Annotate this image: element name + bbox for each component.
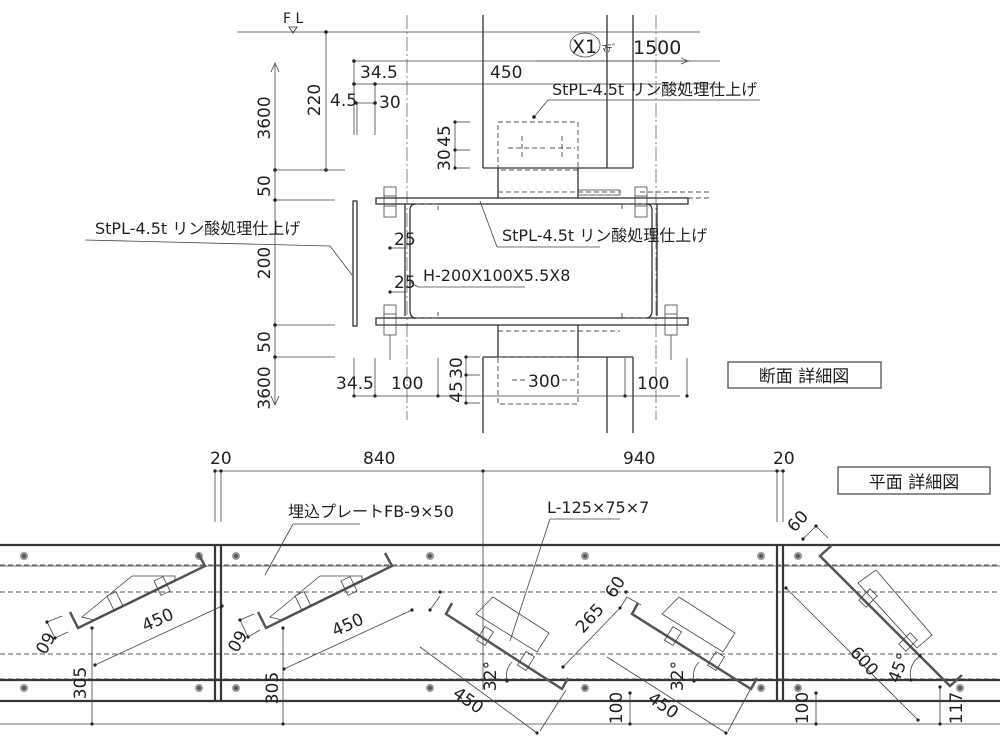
section-title-box: [727, 361, 882, 389]
arrow-down-icon: [270, 395, 280, 406]
bolt-bottom-right: [664, 304, 678, 336]
angle-bracket-1: [68, 552, 207, 630]
dim-45-bottom: 45: [447, 381, 467, 403]
dim-300: 300: [528, 372, 560, 392]
dim-450-b: 450: [329, 610, 367, 641]
dim-45-top: 45: [435, 125, 455, 147]
dim-34-5-top: 34.5: [360, 63, 398, 83]
fl-label: F L: [283, 11, 304, 27]
label-angle: L-125×75×7: [547, 498, 649, 517]
dim-32-b: 32°: [668, 661, 688, 691]
dim-20-left: 20: [210, 449, 232, 469]
label-embed-plate: 埋込プレートFB-9×50: [288, 502, 454, 521]
section-title: 断面 詳細図: [759, 367, 849, 387]
fl-triangle-icon: [288, 26, 298, 34]
left-plate: [352, 200, 358, 327]
dim-32-a: 32°: [481, 661, 501, 691]
dim-600: 600: [845, 643, 882, 681]
bolt-top-left: [383, 186, 397, 218]
dim-30-top-2: 30: [435, 149, 455, 171]
dim-450-a: 450: [139, 605, 177, 636]
x1-circle: [569, 32, 601, 58]
dim-3600-top: 3600: [255, 96, 275, 139]
dim-450-d: 450: [644, 688, 682, 723]
dim-50-bottom: 50: [255, 331, 275, 353]
angle-bracket-3: [444, 596, 570, 691]
dim-20-right: 20: [773, 449, 795, 469]
dim-200: 200: [255, 247, 275, 279]
dim-220: 220: [305, 84, 325, 116]
dim-305-a: 305: [71, 667, 91, 699]
dim-60-a: 60: [30, 628, 58, 657]
bolt-bottom-left: [383, 304, 397, 336]
dim-100-right: 100: [637, 374, 669, 394]
dim-34-5-bottom: 34.5: [336, 374, 374, 394]
lower-plate-hidden: [497, 356, 579, 405]
label-plate-top: StPL-4.5t リン酸処理仕上げ: [552, 80, 757, 99]
dim-60-b: 60: [222, 626, 250, 655]
dim-305-b: 305: [263, 672, 283, 704]
label-plate-left: StPL-4.5t リン酸処理仕上げ: [95, 219, 300, 238]
dim-840: 840: [363, 449, 395, 469]
dim-940: 940: [623, 449, 655, 469]
angle-bracket-5: [818, 544, 963, 688]
upper-plate-hidden: [497, 121, 579, 171]
section-view: F L 3600 220 50 200 50 3600 34.5 450 4.5: [84, 11, 882, 433]
arrow-up-icon: [270, 62, 280, 73]
dim-450: 450: [490, 63, 522, 83]
plan-view: 20 840 940 20 平面 詳細図: [0, 449, 1000, 735]
arrow-right-icon: [680, 57, 690, 65]
x1-suffix: ﾏﾃﾞ: [602, 43, 617, 55]
dim-100-left: 100: [391, 374, 423, 394]
dim-4-5: 4.5: [330, 91, 357, 111]
dim-50-top: 50: [255, 175, 275, 197]
dim-25-a: 25: [394, 230, 416, 250]
plan-title-box: [837, 466, 991, 495]
x1-dim: 1500: [633, 37, 681, 59]
dim-30-bottom: 30: [447, 357, 467, 379]
dim-265: 265: [572, 600, 609, 638]
angle-bracket-2: [256, 552, 394, 630]
h-beam: [375, 197, 689, 326]
angle-bracket-4: [630, 596, 759, 691]
x1-marker: X1: [572, 36, 597, 58]
dim-25-b: 25: [394, 273, 416, 293]
dim-100-a: 100: [607, 692, 627, 724]
dim-3600-bottom: 3600: [255, 366, 275, 409]
dim-117: 117: [947, 692, 967, 724]
plan-title: 平面 詳細図: [869, 473, 959, 493]
anchors: [20, 552, 964, 692]
bolt-top-right: [634, 186, 648, 218]
dim-30-top: 30: [379, 93, 401, 113]
label-plate-mid: StPL-4.5t リン酸処理仕上げ: [502, 226, 707, 245]
label-h-beam: H-200X100X5.5X8: [423, 266, 570, 285]
dim-100-b: 100: [793, 692, 813, 724]
dim-60-c: 60: [602, 573, 630, 602]
dim-60-d: 60: [784, 507, 813, 536]
